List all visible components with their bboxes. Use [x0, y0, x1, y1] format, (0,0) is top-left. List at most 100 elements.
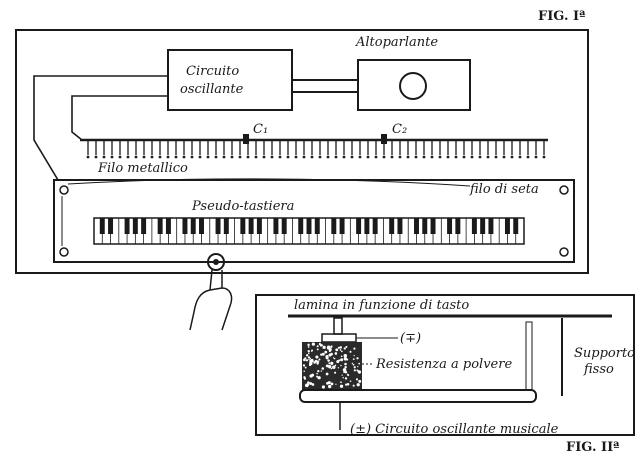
contact-tooth-tip: [502, 155, 506, 159]
contact-tooth-tip: [438, 155, 442, 159]
powder-grain: [330, 345, 333, 348]
powder-grain: [307, 381, 310, 384]
powder-grain: [321, 385, 325, 389]
contact-tooth-tip: [110, 155, 114, 159]
black-key: [108, 218, 114, 234]
black-key: [199, 218, 204, 234]
black-key: [223, 218, 229, 234]
contact-tooth-tip: [278, 155, 282, 159]
powder-grain: [302, 364, 306, 367]
support-label-line1: Supporto: [574, 346, 635, 361]
powder-grain: [311, 349, 314, 352]
black-key: [157, 218, 163, 234]
silk-thread-label: filo di seta: [469, 182, 539, 197]
powder-grain: [327, 359, 330, 362]
powder-grain: [328, 353, 332, 357]
powder-grain: [339, 349, 342, 351]
powder-grain: [315, 355, 319, 359]
contact-tooth-tip: [414, 155, 418, 159]
hand-drawing: [189, 269, 233, 331]
black-key: [256, 218, 262, 234]
black-key: [190, 218, 196, 234]
powder-grain: [344, 365, 347, 369]
powder-grain: [334, 364, 337, 367]
contact-tooth-tip: [382, 155, 386, 159]
black-key: [248, 218, 254, 234]
contact-tooth-tip: [246, 155, 250, 159]
powder-grain: [311, 342, 315, 346]
powder-grain: [320, 353, 323, 356]
powder-grain: [328, 365, 332, 369]
oscillator-box: [167, 49, 293, 111]
oscillator-strip-wire: [71, 95, 168, 141]
powder-grain: [307, 356, 311, 359]
powder-grain: [329, 381, 331, 383]
circuit-label: (±) Circuito oscillante musicale: [350, 422, 559, 437]
contact-tooth-tip: [446, 155, 450, 159]
powder-grain: [341, 350, 343, 353]
powder-grain: [352, 363, 355, 366]
powder-grain: [343, 353, 348, 358]
powder-grain: [309, 363, 312, 367]
contact-tooth-tip: [198, 155, 202, 159]
contact-tooth-tip: [462, 155, 466, 159]
contact-tooth-tip: [166, 155, 170, 159]
black-key: [132, 218, 138, 234]
contact-tooth-tip: [334, 155, 338, 159]
contact-tooth-tip: [470, 155, 474, 159]
powder-grain: [356, 383, 360, 387]
minus-label: (∓): [400, 331, 421, 346]
contact-teeth: [86, 141, 546, 159]
contact-tooth-tip: [182, 155, 186, 159]
powder-grain: [325, 364, 329, 368]
speaker-box: [357, 59, 471, 111]
black-key: [430, 218, 436, 234]
black-key: [273, 218, 279, 234]
lamina-label: lamina in funzione di tasto: [294, 298, 469, 313]
contact-tooth-tip: [222, 155, 226, 159]
powder-grain: [358, 362, 361, 365]
contact-tooth-tip: [350, 155, 354, 159]
screw-bottom-right: [559, 247, 569, 257]
powder-grain: [343, 357, 346, 359]
contact-tooth-tip: [254, 155, 258, 159]
powder-grain: [342, 368, 347, 372]
contact-tooth-tip: [542, 155, 546, 159]
powder-grain: [318, 358, 321, 361]
contact-tooth-tip: [430, 155, 434, 159]
powder-grain: [326, 382, 329, 385]
powder-grain: [325, 356, 329, 360]
contact-tooth-tip: [102, 155, 106, 159]
inner-wall: [525, 321, 533, 391]
powder-grain: [356, 357, 359, 360]
powder-grain: [309, 374, 313, 378]
powder-grain: [309, 382, 313, 385]
contact-tooth-tip: [310, 155, 314, 159]
powder-grain: [328, 362, 331, 365]
contact-tooth-tip: [326, 155, 330, 159]
black-key: [331, 218, 337, 234]
key-set: [99, 218, 519, 244]
powder-grain: [305, 359, 309, 362]
powder-grain: [358, 372, 361, 374]
powder-grain: [340, 358, 344, 362]
powder-grain: [303, 358, 306, 362]
contact-tooth-tip: [390, 155, 394, 159]
powder-grain: [343, 371, 346, 374]
screw-bottom-left: [59, 247, 69, 257]
powder-grain: [328, 349, 332, 353]
fig2-frame: [255, 294, 635, 436]
plunger-stem: [333, 317, 343, 335]
powder-grain: [309, 357, 312, 360]
support-label-line2: fisso: [583, 362, 614, 377]
powder-grain: [321, 367, 325, 370]
powder-grain: [325, 372, 329, 376]
black-key: [488, 218, 494, 234]
powder-grain: [307, 383, 310, 386]
fig1-frame: [15, 29, 589, 274]
powder-grain: [311, 383, 315, 386]
contact-tooth-tip: [406, 155, 410, 159]
powder-grain: [307, 349, 310, 353]
powder-grain: [316, 348, 319, 351]
black-key: [471, 218, 477, 234]
